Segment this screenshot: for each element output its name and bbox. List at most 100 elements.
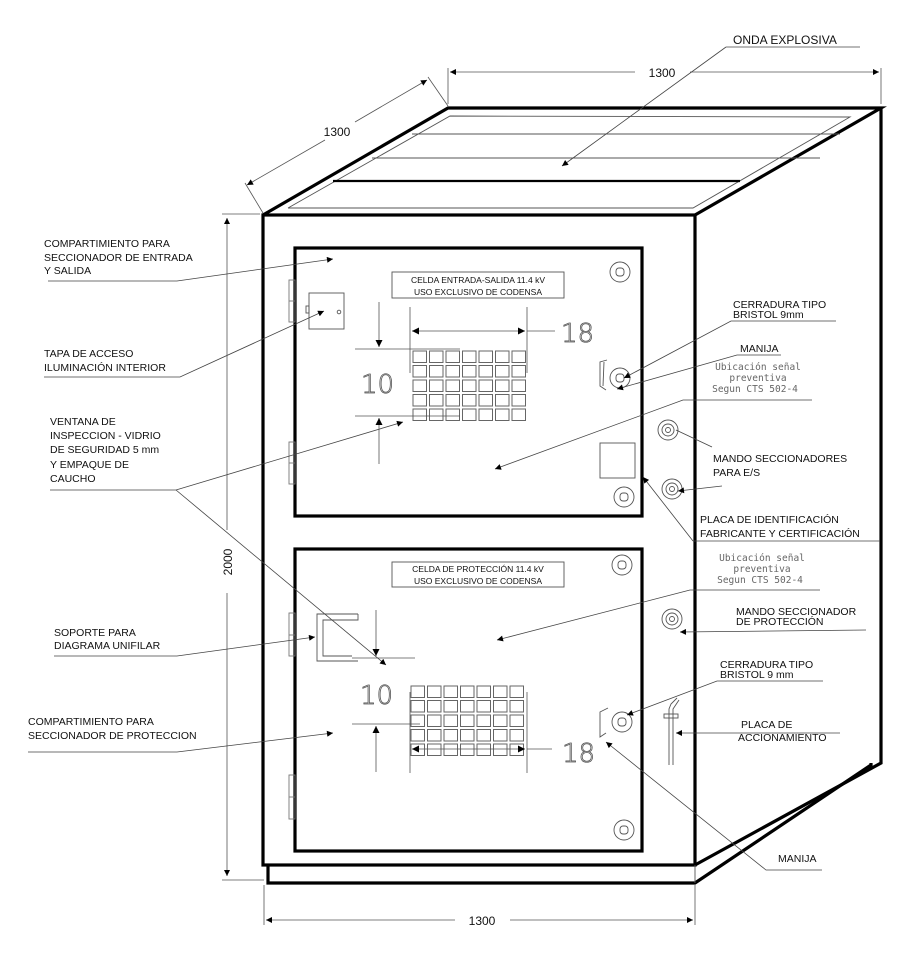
label-senal-lower-2: preventiva: [733, 564, 790, 575]
window-pane: [460, 743, 475, 756]
window-pane: [511, 365, 526, 378]
window-pane: [429, 350, 444, 363]
window-pane: [410, 700, 425, 713]
label-soporte-1: SOPORTE PARA: [54, 627, 136, 639]
lower-nameplate-line1: CELDA DE PROTECCIÓN 11.4 kV: [412, 564, 544, 574]
window-pane: [460, 685, 475, 698]
lower-inspection-window: [410, 685, 524, 756]
window-pane: [427, 743, 442, 756]
window-pane: [493, 714, 508, 727]
window-pane: [495, 365, 510, 378]
window-pane: [462, 365, 477, 378]
label-mando-prot-2: DE PROTECCIÓN: [736, 615, 824, 628]
label-placa-accion-2: ACCIONAMIENTO: [738, 732, 826, 744]
label-tapa-acceso-2: ILUMINACIÓN INTERIOR: [44, 361, 166, 374]
window-pane: [445, 379, 460, 392]
window-pane: [443, 743, 458, 756]
window-pane: [427, 714, 442, 727]
window-pane: [427, 685, 442, 698]
lower-window-height-dim: 10: [360, 681, 393, 711]
lower-nameplate-line2: USO EXCLUSIVO DE CODENSA: [414, 576, 542, 586]
label-compartimiento-es-1: COMPARTIMIENTO PARA: [44, 238, 170, 250]
window-pane: [460, 714, 475, 727]
upper-inspection-window: [412, 350, 526, 421]
lower-nameplate: [391, 561, 565, 588]
overall-dimensions: 1300 1300 2000 1300: [221, 66, 882, 928]
window-pane: [443, 729, 458, 742]
window-pane: [410, 743, 425, 756]
window-pane: [429, 394, 444, 407]
window-pane: [429, 379, 444, 392]
label-mando-es-1: MANDO SECCIONADORES: [713, 453, 847, 465]
label-ventana-2: INSPECCION - VIDRIO: [50, 430, 161, 442]
window-pane: [493, 685, 508, 698]
roof-vent-outline: [287, 115, 852, 209]
handle-icon: [599, 359, 608, 391]
window-pane: [445, 350, 460, 363]
upper-window-width-dim: 18: [561, 319, 594, 349]
window-pane: [511, 394, 526, 407]
window-pane: [410, 714, 425, 727]
diagram-support-bracket: [316, 613, 358, 662]
label-manija-upper: MANIJA: [740, 343, 779, 355]
upper-nameplate-line1: CELDA ENTRADA-SALIDA 11.4 kV: [411, 275, 545, 285]
upper-nameplate-line2: USO EXCLUSIVO DE CODENSA: [414, 287, 542, 297]
label-senal-lower-1: Ubicación señal: [719, 553, 805, 564]
window-pane: [495, 350, 510, 363]
depth-dim: 1300: [324, 125, 351, 139]
label-onda-explosiva: ONDA EXPLOSIVA: [733, 33, 837, 47]
window-pane: [495, 394, 510, 407]
window-pane: [410, 729, 425, 742]
window-pane: [462, 408, 477, 421]
window-pane: [509, 743, 524, 756]
label-ventana-5: CAUCHO: [50, 473, 96, 485]
window-pane: [412, 394, 427, 407]
label-ventana-1: VENTANA DE: [50, 416, 116, 428]
screw-icon: [609, 261, 631, 283]
upper-window-height-dim: 10: [361, 370, 394, 400]
window-pane: [509, 729, 524, 742]
actuation-lever-icon: [663, 697, 680, 765]
label-tapa-acceso-1: TAPA DE ACCESO: [44, 348, 133, 360]
window-pane: [493, 729, 508, 742]
lower-door-frame: [293, 547, 644, 853]
label-cerradura-lower-1: CERRADURA TIPO: [720, 659, 813, 671]
window-pane: [509, 700, 524, 713]
window-pane: [476, 743, 491, 756]
label-placa-ident-2: FABRICANTE Y CERTIFICACIÓN: [700, 527, 860, 540]
screw-icon: [613, 486, 635, 508]
window-pane: [462, 394, 477, 407]
window-pane: [511, 408, 526, 421]
window-pane: [412, 408, 427, 421]
window-pane: [478, 379, 493, 392]
window-pane: [443, 700, 458, 713]
bristol-lock-icon: [611, 711, 633, 733]
window-pane: [509, 685, 524, 698]
label-soporte-2: DIAGRAMA UNIFILAR: [54, 640, 161, 652]
handle-icon: [599, 707, 609, 738]
window-pane: [429, 365, 444, 378]
window-pane: [412, 365, 427, 378]
window-pane: [443, 714, 458, 727]
label-ventana-4: Y EMPAQUE DE: [50, 459, 129, 471]
height-dim: 2000: [221, 548, 235, 575]
label-mando-es-2: PARA E/S: [713, 467, 760, 479]
bottom-width-dim: 1300: [469, 914, 496, 928]
window-pane: [462, 379, 477, 392]
lower-window-width-dim: 18: [562, 739, 595, 769]
window-pane: [493, 743, 508, 756]
window-pane: [511, 379, 526, 392]
window-pane: [412, 350, 427, 363]
label-compartimiento-es-3: Y SALIDA: [44, 265, 91, 277]
window-pane: [509, 714, 524, 727]
window-pane: [476, 685, 491, 698]
upper-door: CELDA ENTRADA-SALIDA 11.4 kV USO EXCLUSI…: [288, 246, 644, 518]
label-manija-lower: MANIJA: [778, 853, 817, 865]
bristol-lock-icon: [609, 367, 631, 389]
callouts: ONDA EXPLOSIVA COMPARTIMIENTO PARA SECCI…: [28, 33, 880, 871]
window-pane: [412, 379, 427, 392]
window-pane: [495, 379, 510, 392]
label-senal-lower-3: Segun CTS 502-4: [717, 575, 803, 586]
label-senal-upper-3: Segun CTS 502-4: [712, 384, 798, 395]
window-pane: [478, 408, 493, 421]
